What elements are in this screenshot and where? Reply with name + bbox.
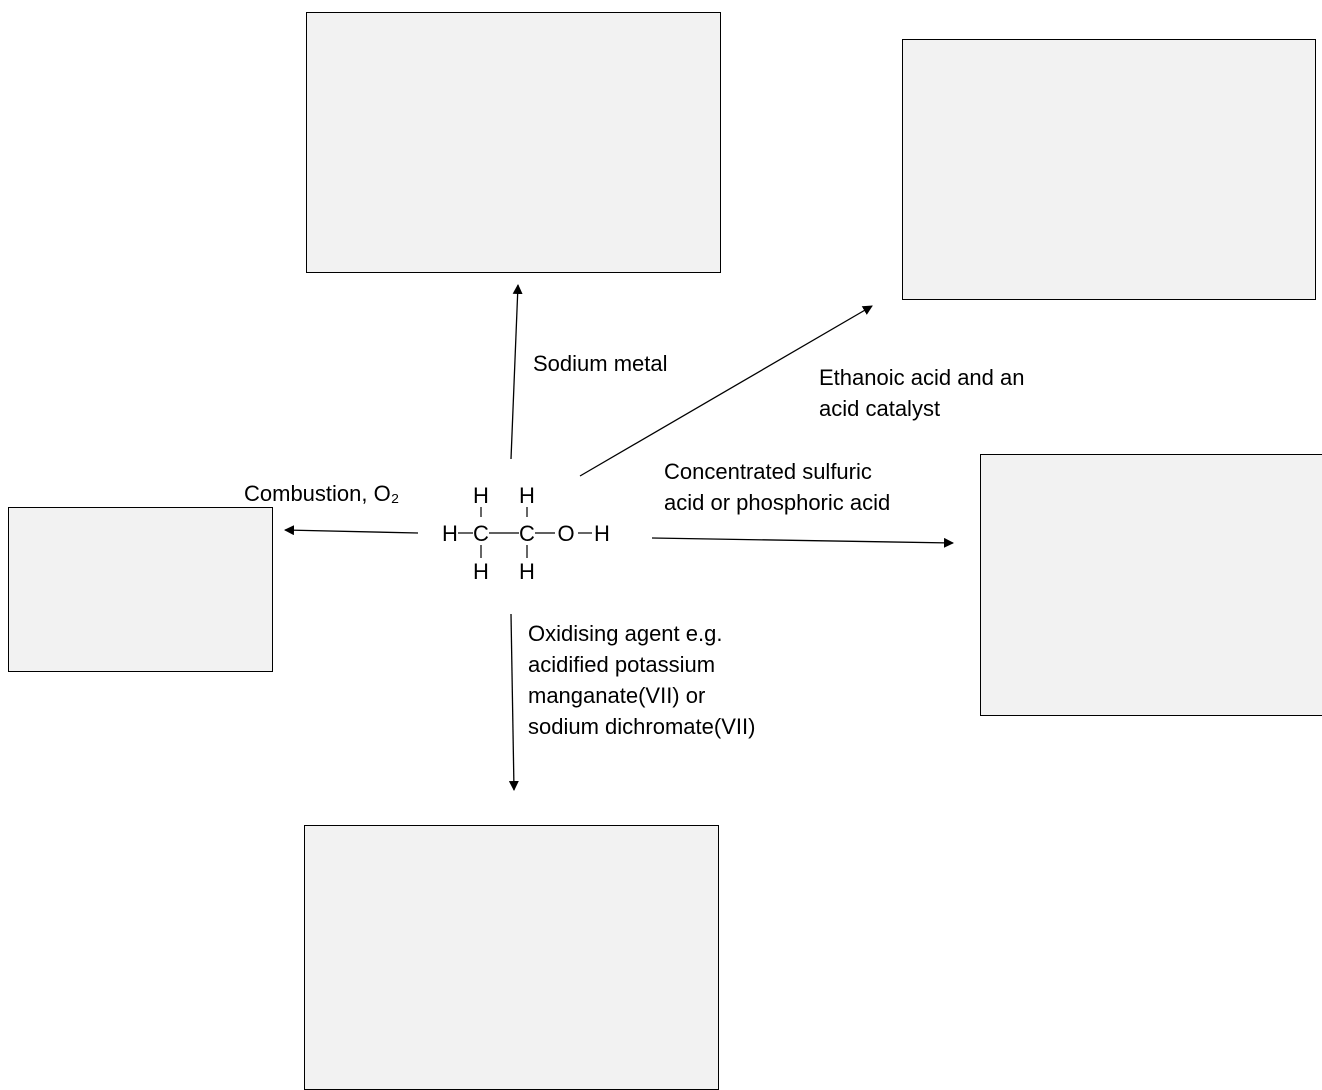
reagent-label-ethanoic-acid: Ethanoic acid and an acid catalyst	[819, 365, 1025, 421]
arrow-combustion	[284, 525, 419, 536]
arrow-oxidising	[508, 613, 519, 791]
answer-box-left	[8, 507, 273, 672]
ethanol-structure: H H H C C O H H H	[442, 483, 610, 584]
reagent-label-sodium: Sodium metal	[533, 351, 668, 376]
atom-h-top-right: H	[519, 483, 535, 508]
answer-box-top-right	[902, 39, 1316, 300]
atom-carbon-1: C	[473, 521, 489, 546]
atom-h-left: H	[442, 521, 458, 546]
atom-h-bottom-left: H	[473, 559, 489, 584]
atom-h-bottom-right: H	[519, 559, 535, 584]
atom-h-top-left: H	[473, 483, 489, 508]
answer-box-right	[980, 454, 1322, 716]
atom-carbon-2: C	[519, 521, 535, 546]
atom-oxygen: O	[557, 521, 574, 546]
answer-box-bottom	[304, 825, 719, 1090]
atom-h-right: H	[594, 521, 610, 546]
arrow-sodium	[510, 284, 523, 460]
arrow-ethanoic	[579, 305, 873, 477]
reagent-label-combustion: Combustion, O₂	[244, 481, 400, 506]
reagent-label-oxidising-agent: Oxidising agent e.g. acidified potassium…	[528, 621, 756, 739]
answer-box-top	[306, 12, 721, 273]
reagent-label-sulfuric-acid: Concentrated sulfuric acid or phosphoric…	[664, 459, 891, 515]
arrow-sulfuric	[651, 537, 954, 548]
bonds	[458, 507, 592, 558]
